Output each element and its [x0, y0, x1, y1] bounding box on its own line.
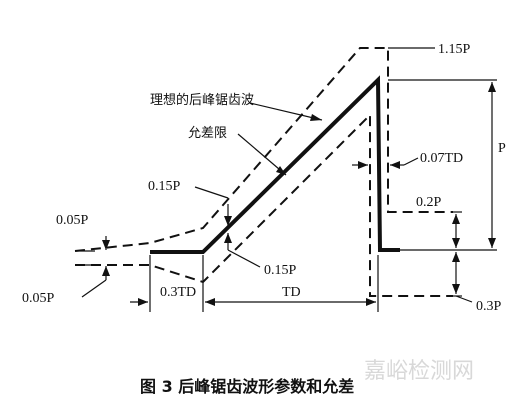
label-td: TD	[282, 285, 301, 300]
arrowheads	[102, 82, 496, 306]
label-0-05p-top: 0.05P	[56, 213, 89, 228]
label-0-3td: 0.3TD	[160, 285, 196, 300]
label-tolerance-limit: 允差限	[188, 125, 227, 141]
ideal-waveform	[150, 75, 400, 254]
label-1-15p: 1.15P	[438, 42, 471, 57]
upper-tolerance-limit	[74, 47, 453, 252]
label-0-15p-top: 0.15P	[148, 179, 181, 194]
lower-tolerance-limit	[75, 112, 453, 297]
label-ideal-profile: 理想的后峰锯齿波	[150, 92, 254, 108]
label-0-2p: 0.2P	[416, 195, 442, 210]
label-0-07td: 0.07TD	[420, 151, 463, 166]
label-0-05p-bottom: 0.05P	[22, 291, 55, 306]
label-0-15p-mid: 0.15P	[264, 263, 297, 278]
label-p: P	[498, 141, 506, 156]
figure-caption: 图 3 后峰锯齿波形参数和允差	[140, 377, 354, 396]
label-0-3p: 0.3P	[476, 299, 502, 314]
watermark: 嘉峪检测网	[364, 359, 474, 384]
